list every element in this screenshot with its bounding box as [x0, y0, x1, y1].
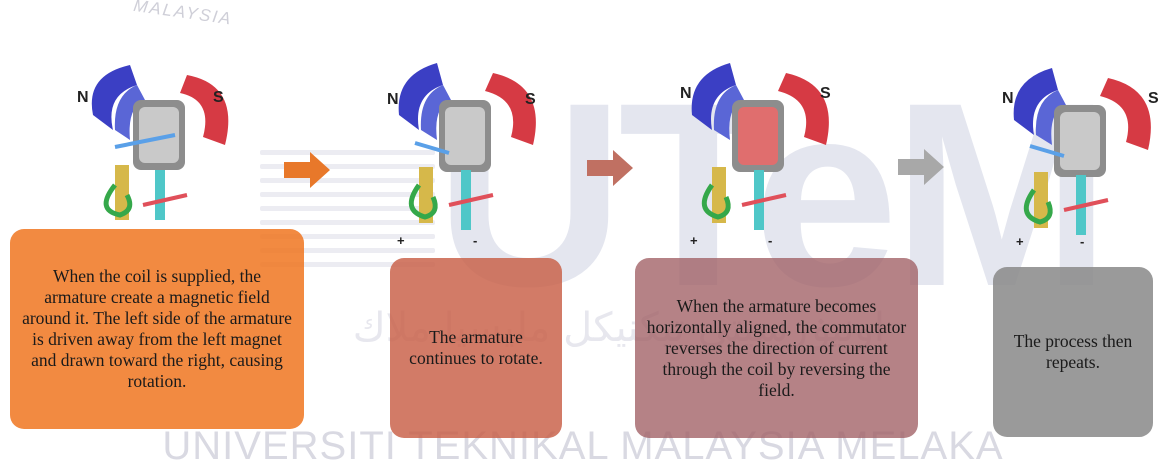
- step-2-description: The armature continues to rotate.: [390, 258, 562, 438]
- step-4-text: The process then repeats.: [1003, 331, 1143, 373]
- dc-motor-illustration: [1000, 50, 1166, 240]
- positive-terminal-label: +: [1016, 234, 1024, 249]
- positive-terminal-label: +: [690, 233, 698, 248]
- step-1-text: When the coil is supplied, the armature …: [20, 266, 294, 392]
- dc-motor-illustration: [385, 45, 555, 235]
- south-pole-label: S: [1148, 90, 1159, 108]
- motor-diagram-1: N S: [75, 45, 245, 235]
- flow-arrow-3: [898, 147, 944, 187]
- arrow-shape: [284, 152, 330, 188]
- motor-diagram-2: N S + -: [385, 45, 555, 235]
- south-pole-label: S: [820, 85, 831, 103]
- arrow-shape: [587, 150, 633, 186]
- negative-terminal-label: -: [473, 233, 477, 248]
- negative-terminal-label: -: [1080, 234, 1084, 249]
- arrow-shape: [898, 149, 944, 185]
- negative-terminal-label: -: [768, 233, 772, 248]
- watermark-university-name: UNIVERSITI TEKNIKAL MALAYSIA MELAKA: [0, 424, 1166, 469]
- flow-arrow-2: [587, 148, 633, 188]
- north-pole-label: N: [1002, 90, 1014, 108]
- positive-terminal-label: +: [397, 233, 405, 248]
- north-pole-label: N: [387, 91, 399, 109]
- motor-diagram-4: N S + -: [1000, 50, 1166, 240]
- north-pole-label: N: [77, 89, 89, 107]
- step-2-text: The armature continues to rotate.: [400, 327, 552, 369]
- north-pole-label: N: [680, 85, 692, 103]
- flow-arrow-1: [284, 150, 330, 190]
- motor-diagram-3: N S + -: [678, 45, 848, 235]
- south-pole-label: S: [213, 89, 224, 107]
- step-4-description: The process then repeats.: [993, 267, 1153, 437]
- south-pole-label: S: [525, 91, 536, 109]
- step-3-description: When the armature becomes horizontally a…: [635, 258, 918, 438]
- step-1-description: When the coil is supplied, the armature …: [10, 229, 304, 429]
- step-3-text: When the armature becomes horizontally a…: [645, 296, 908, 401]
- dc-motor-illustration: [678, 45, 848, 235]
- dc-motor-illustration: [75, 45, 245, 235]
